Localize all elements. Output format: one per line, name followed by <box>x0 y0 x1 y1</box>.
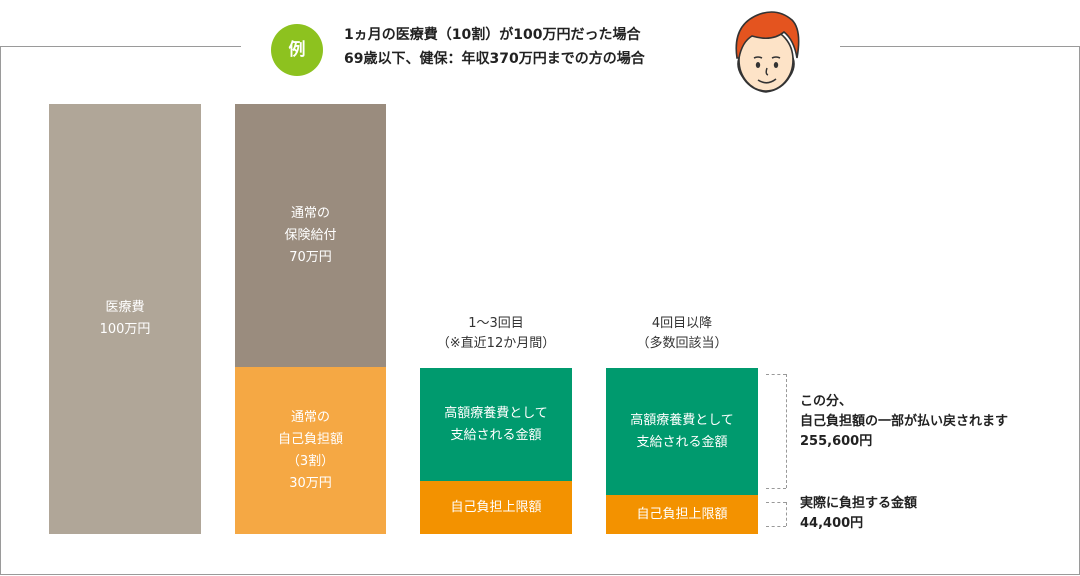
copay-bar: 通常の 自己負担額 （3割） 30万円 <box>235 367 386 534</box>
insurance-amount: 70万円 <box>289 249 332 265</box>
col4-limit-label: 自己負担上限額 <box>636 506 728 522</box>
col3-label-1: 1～3回目 <box>468 316 524 331</box>
refund-bracket-top <box>766 374 786 375</box>
col4-benefit-2: 支給される金額 <box>636 434 728 450</box>
refund-note-amount: 255,600円 <box>800 434 873 449</box>
col3-benefit-bar: 高額療養費として 支給される金額 <box>420 368 572 481</box>
col4-limit-bar: 自己負担上限額 <box>606 495 758 534</box>
insurance-label-1: 通常の <box>290 205 330 221</box>
col3-limit-label: 自己負担上限額 <box>450 499 542 515</box>
man-face-icon <box>735 11 800 93</box>
refund-note-2: 自己負担額の一部が払い戻されます <box>800 414 1009 429</box>
col3-header: 1～3回目 （※直近12か月間） <box>420 314 572 354</box>
actual-note: 実際に負担する金額 44,400円 <box>800 494 917 534</box>
frame-top-right-border <box>840 46 1080 47</box>
refund-note-1: この分、 <box>800 394 853 409</box>
actual-note-amount: 44,400円 <box>800 516 864 531</box>
col3-label-2: （※直近12か月間） <box>436 336 556 351</box>
col4-label-2: （多数回該当） <box>636 336 728 351</box>
copay-label-2: 自己負担額 <box>277 431 343 447</box>
medical-cost-bar: 医療費 100万円 <box>49 104 201 534</box>
header-line-1: 1ヵ月の医療費（10割）が100万円だった場合 <box>344 27 641 43</box>
col3-benefit-2: 支給される金額 <box>450 427 542 443</box>
actual-bracket-bottom <box>766 526 786 527</box>
medical-cost-label: 医療費 <box>105 300 145 315</box>
actual-bracket-top <box>766 502 786 503</box>
copay-amount: 30万円 <box>289 475 332 491</box>
refund-bracket-bottom <box>766 488 786 489</box>
col4-benefit-bar: 高額療養費として 支給される金額 <box>606 368 758 495</box>
refund-note: この分、 自己負担額の一部が払い戻されます 255,600円 <box>800 392 1008 452</box>
col3-benefit-1: 高額療養費として <box>444 405 548 421</box>
insurance-benefit-bar: 通常の 保険給付 70万円 <box>235 104 386 367</box>
frame-top-left-border <box>0 46 241 47</box>
actual-bracket-side <box>786 502 787 526</box>
col4-header: 4回目以降 （多数回該当） <box>606 314 758 354</box>
medical-cost-amount: 100万円 <box>99 322 151 337</box>
col4-label-1: 4回目以降 <box>651 316 713 331</box>
header-line-2: 69歳以下、健保：年収370万円までの方の場合 <box>344 51 645 67</box>
refund-bracket-side <box>786 374 787 488</box>
copay-label-1: 通常の <box>290 409 330 425</box>
copay-ratio: （3割） <box>286 453 335 469</box>
col3-limit-bar: 自己負担上限額 <box>420 481 572 534</box>
example-badge: 例 <box>271 24 323 76</box>
col4-benefit-1: 高額療養費として <box>630 412 734 428</box>
insurance-label-2: 保険給付 <box>284 227 337 243</box>
actual-note-1: 実際に負担する金額 <box>800 496 918 511</box>
